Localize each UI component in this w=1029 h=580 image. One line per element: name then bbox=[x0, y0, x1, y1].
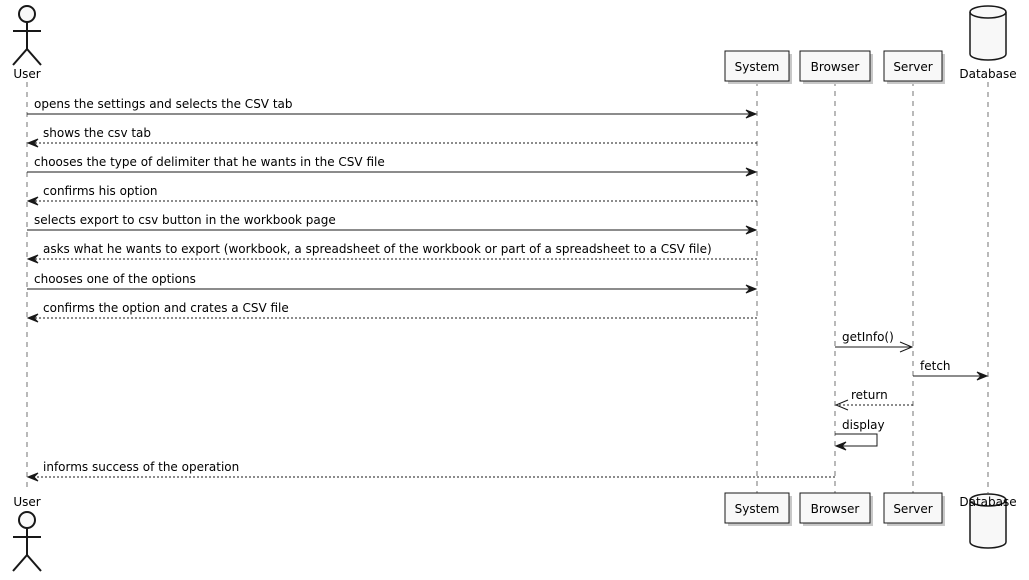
arrow-head bbox=[26, 472, 39, 482]
participant-box bbox=[724, 50, 790, 82]
message-1: opens the settings and selects the CSV t… bbox=[27, 97, 758, 119]
participant-box bbox=[799, 50, 871, 82]
database-database-top: Database bbox=[959, 5, 1017, 81]
arrow-head bbox=[745, 109, 758, 119]
actor-icon bbox=[12, 5, 42, 66]
message-line bbox=[835, 433, 878, 447]
participant-box bbox=[799, 492, 871, 524]
arrow-head bbox=[834, 399, 849, 411]
user-actor-bottom: User bbox=[12, 495, 42, 572]
message-6: asks what he wants to export (workbook, … bbox=[26, 242, 757, 264]
system-participant-top: System bbox=[724, 50, 792, 84]
database-label: Database bbox=[959, 495, 1016, 509]
message-label: asks what he wants to export (workbook, … bbox=[43, 242, 712, 256]
message-label: opens the settings and selects the CSV t… bbox=[34, 97, 293, 111]
participant-label: Browser bbox=[811, 60, 860, 74]
server-participant-bottom: Server bbox=[883, 492, 945, 526]
arrow-head bbox=[745, 284, 758, 294]
participant-box bbox=[883, 50, 943, 82]
message-label: fetch bbox=[920, 359, 951, 373]
messages: opens the settings and selects the CSV t… bbox=[26, 97, 989, 482]
database-database-bottom: Database bbox=[959, 493, 1017, 549]
message-9: getInfo() bbox=[835, 330, 914, 353]
database-icon bbox=[969, 5, 1007, 61]
participant-label: Server bbox=[893, 502, 932, 516]
arrow-head bbox=[26, 138, 39, 148]
server-participant-top: Server bbox=[883, 50, 945, 84]
message-label: getInfo() bbox=[842, 330, 894, 344]
user-actor-top: User bbox=[12, 5, 42, 81]
arrow-head bbox=[976, 371, 989, 381]
arrow-head bbox=[26, 313, 39, 323]
participant-label: Browser bbox=[811, 502, 860, 516]
message-label: return bbox=[851, 388, 888, 402]
arrow-head bbox=[899, 341, 914, 353]
participant-box bbox=[724, 492, 790, 524]
arrow-head bbox=[26, 254, 39, 264]
system-participant-bottom: System bbox=[724, 492, 792, 526]
message-7: chooses one of the options bbox=[27, 272, 758, 294]
browser-participant-bottom: Browser bbox=[799, 492, 873, 526]
message-2: shows the csv tab bbox=[26, 126, 757, 148]
message-label: informs success of the operation bbox=[43, 460, 239, 474]
message-label: display bbox=[842, 418, 885, 432]
database-icon bbox=[969, 493, 1007, 549]
actor-icon bbox=[12, 511, 42, 572]
browser-participant-top: Browser bbox=[799, 50, 873, 84]
actor-label: User bbox=[13, 495, 40, 509]
participant-label: System bbox=[735, 60, 780, 74]
arrow-head bbox=[745, 167, 758, 177]
database-label: Database bbox=[959, 67, 1016, 81]
arrow-head bbox=[26, 196, 39, 206]
message-label: shows the csv tab bbox=[43, 126, 151, 140]
lifelines bbox=[26, 81, 989, 493]
message-13: informs success of the operation bbox=[26, 460, 835, 482]
participant-box bbox=[883, 492, 943, 524]
message-12: display bbox=[834, 418, 885, 451]
participant-label: System bbox=[735, 502, 780, 516]
message-label: chooses the type of delimiter that he wa… bbox=[34, 155, 385, 169]
message-10: fetch bbox=[913, 359, 989, 381]
arrow-head bbox=[745, 225, 758, 235]
message-11: return bbox=[834, 388, 913, 411]
message-8: confirms the option and crates a CSV fil… bbox=[26, 301, 757, 323]
message-4: confirms his option bbox=[26, 184, 757, 206]
participant-label: Server bbox=[893, 60, 932, 74]
message-label: selects export to csv button in the work… bbox=[34, 213, 336, 227]
actor-label: User bbox=[13, 67, 40, 81]
message-label: confirms his option bbox=[43, 184, 158, 198]
message-5: selects export to csv button in the work… bbox=[27, 213, 758, 235]
message-label: confirms the option and crates a CSV fil… bbox=[43, 301, 289, 315]
message-3: chooses the type of delimiter that he wa… bbox=[27, 155, 758, 177]
arrow-head bbox=[834, 441, 847, 451]
message-label: chooses one of the options bbox=[34, 272, 196, 286]
